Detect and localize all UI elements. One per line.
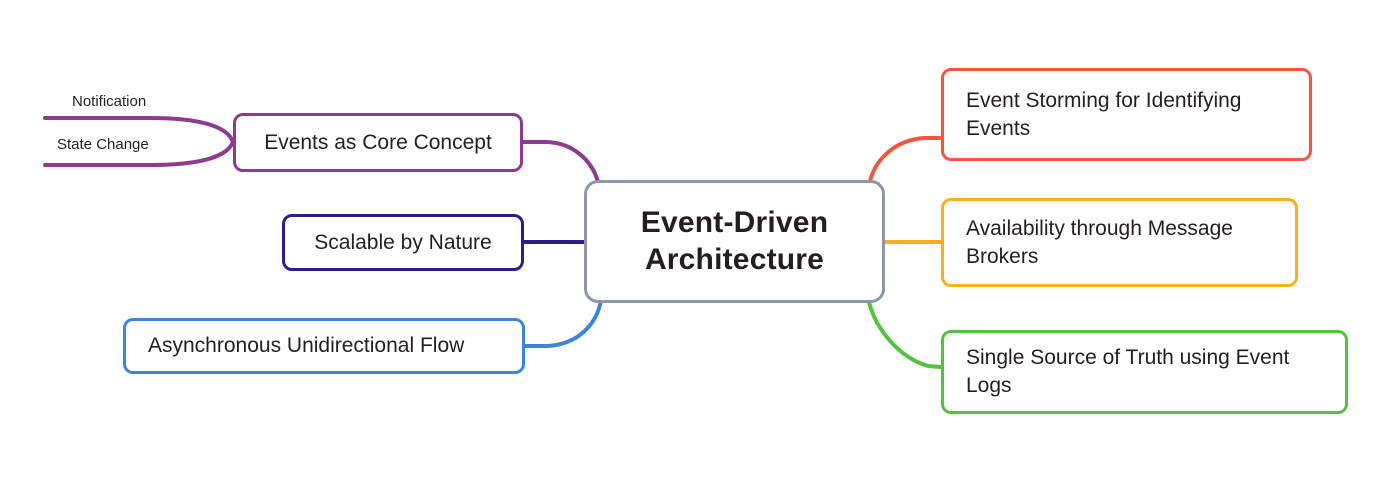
- node-label: Asynchronous Unidirectional Flow: [148, 334, 465, 357]
- node-label: Scalable by Nature: [314, 230, 492, 254]
- node-single-source-of-truth-using-event-logs[interactable]: Single Source of Truth using Event Logs: [941, 330, 1348, 414]
- connector-state-change: [43, 140, 235, 167]
- connector-event-storming: [868, 136, 943, 183]
- node-root-event-driven-architecture[interactable]: Event-Driven Architecture: [584, 180, 885, 303]
- node-label: Event Storming for Identifying Events: [966, 88, 1242, 140]
- node-availability-through-message-brokers[interactable]: Availability through Message Brokers: [941, 198, 1298, 287]
- node-label: Events as Core Concept: [264, 130, 492, 154]
- node-label: Single Source of Truth using Event Logs: [966, 346, 1290, 397]
- node-label: Availability through Message Brokers: [966, 216, 1233, 268]
- connector-asynchronous-unidirectional-flow: [523, 299, 603, 348]
- leaf-label-state-change[interactable]: State Change: [57, 136, 149, 153]
- leaf-label-notification[interactable]: Notification: [72, 93, 147, 110]
- connector-notification: [43, 116, 235, 144]
- node-events-as-core-concept[interactable]: Events as Core Concept: [233, 113, 523, 172]
- root-label: Event-Driven Architecture: [640, 205, 829, 276]
- node-event-storming-for-identifying-events[interactable]: Event Storming for Identifying Events: [941, 68, 1312, 161]
- node-scalable-by-nature[interactable]: Scalable by Nature: [282, 214, 524, 271]
- node-asynchronous-unidirectional-flow[interactable]: Asynchronous Unidirectional Flow: [123, 318, 525, 374]
- connector-single-source-of-truth: [867, 300, 943, 369]
- connector-events-as-core-concept: [521, 140, 600, 184]
